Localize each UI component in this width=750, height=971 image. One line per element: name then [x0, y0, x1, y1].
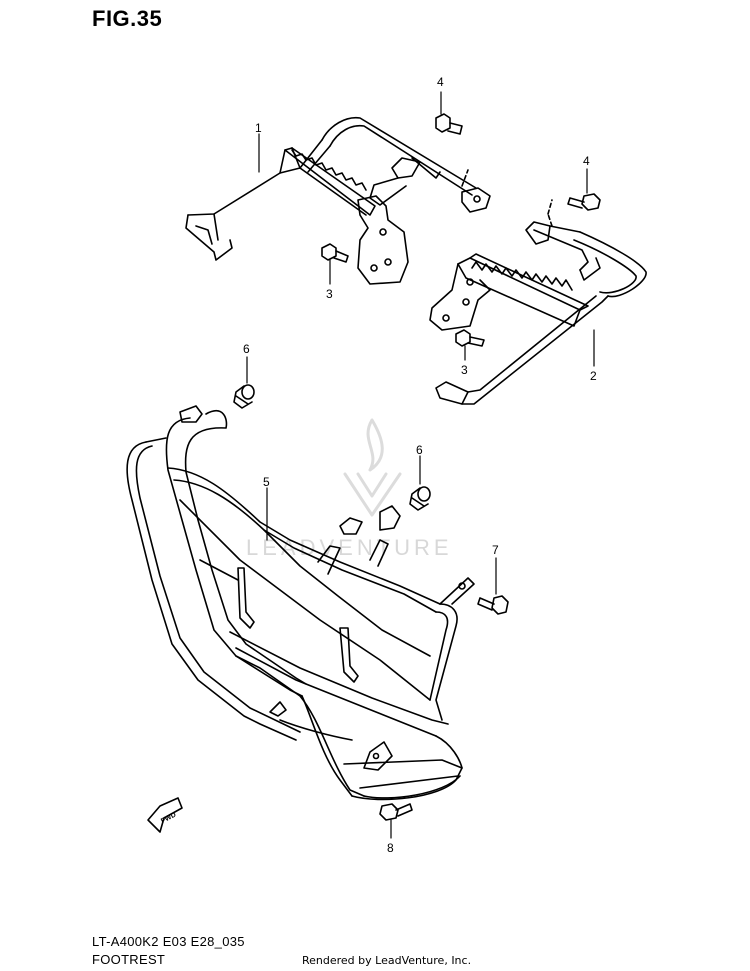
- grommet-part-6-right[interactable]: [409, 486, 431, 511]
- fwd-arrow-icon: [147, 797, 183, 833]
- callout-4-right: 4: [583, 154, 590, 168]
- bolt-part-3-upper[interactable]: [321, 243, 349, 263]
- watermark-logo: [343, 418, 402, 517]
- section-name: FOOTREST: [92, 952, 166, 967]
- grommet-part-6-left[interactable]: [233, 384, 255, 409]
- footrest-right-part-2[interactable]: [429, 199, 647, 405]
- callout-4-left: 4: [437, 75, 444, 89]
- bolt-part-4-right[interactable]: [567, 193, 601, 211]
- leader-lines: [246, 91, 595, 839]
- callout-8: 8: [387, 841, 394, 855]
- bolt-part-4-left[interactable]: [435, 113, 463, 135]
- figure-title: FIG.35: [92, 6, 163, 31]
- callout-6-left: 6: [243, 342, 250, 356]
- model-code: LT-A400K2 E03 E28_035: [92, 934, 245, 949]
- front-guard-part-5[interactable]: [126, 405, 475, 801]
- callout-6-right: 6: [416, 443, 423, 457]
- bolt-part-8[interactable]: [379, 803, 413, 821]
- bolt-part-7[interactable]: [477, 595, 509, 615]
- callout-1: 1: [255, 121, 262, 135]
- bolt-part-3-lower[interactable]: [455, 329, 485, 347]
- render-credit: Rendered by LeadVenture, Inc.: [302, 954, 472, 967]
- callout-3-upper: 3: [326, 287, 333, 301]
- callout-3-lower: 3: [461, 363, 468, 377]
- callout-2: 2: [590, 369, 597, 383]
- footrest-left-part-1[interactable]: [185, 116, 491, 285]
- callout-7: 7: [492, 543, 499, 557]
- callout-5: 5: [263, 475, 270, 489]
